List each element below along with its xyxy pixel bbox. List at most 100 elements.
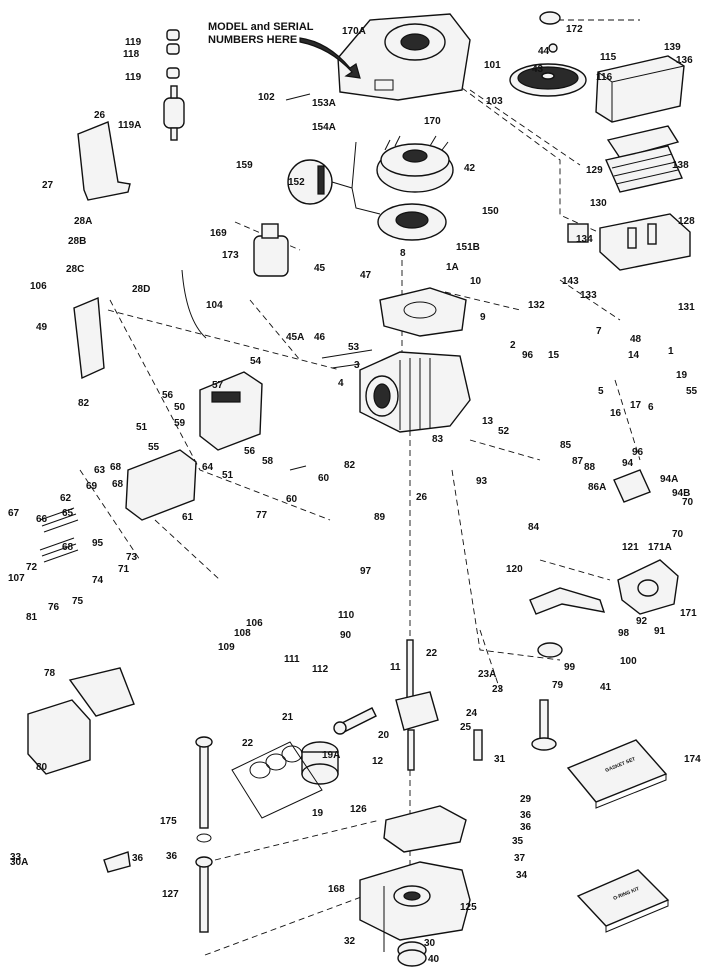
callout-label: 159: [236, 160, 253, 171]
callout-label: 36: [166, 851, 178, 862]
callout-label: 106: [246, 618, 263, 629]
callout-label: 74: [92, 575, 104, 586]
valve-cover: [125, 449, 197, 521]
callout-label: 51: [222, 470, 234, 481]
callout-label: 60: [286, 494, 298, 505]
callout-label: 20: [378, 730, 390, 741]
callout-label: 28D: [132, 284, 150, 295]
callout-label: 56: [162, 390, 174, 401]
callout-label: 1: [668, 346, 674, 357]
callout-label: 1A: [446, 262, 459, 273]
callout-label: 111: [284, 654, 300, 665]
callout-label: 79: [552, 680, 564, 691]
callout-label: 96: [522, 350, 534, 361]
callout-label: 28A: [74, 216, 92, 227]
callout-label: 80: [36, 762, 48, 773]
callout-label: 96: [632, 447, 644, 458]
callout-label: 108: [234, 628, 251, 639]
callout-label: 56: [244, 446, 256, 457]
callout-label: 168: [328, 884, 345, 895]
callout-label: 130: [590, 198, 607, 209]
callout-label: 128: [678, 216, 695, 227]
callout-label: 73: [126, 552, 138, 563]
callout-label: 5: [598, 386, 604, 397]
callout-label: 32: [344, 936, 356, 947]
governor-lever: [613, 469, 651, 503]
callout-label: 116: [596, 72, 613, 83]
cylinder-head: [199, 371, 263, 451]
air-filter: [605, 125, 683, 193]
callout-label: 19: [312, 808, 324, 819]
callout-label: 174: [684, 754, 701, 765]
callout-label: 48: [630, 334, 642, 345]
callout-label: 173: [222, 250, 239, 261]
callout-label: 127: [162, 889, 179, 900]
callout-label: 138: [672, 160, 689, 171]
callout-label: 112: [312, 664, 329, 675]
callout-label: 45A: [286, 332, 304, 343]
oring-kit-box: [576, 869, 670, 933]
callout-label: 27: [42, 180, 54, 191]
callout-label: 107: [8, 573, 25, 584]
callout-label: 9: [480, 312, 486, 323]
callout-label: 92: [636, 616, 648, 627]
callout-label: 103: [486, 96, 503, 107]
starter-motor: [253, 223, 289, 277]
callout-label: 3: [354, 360, 360, 371]
callout-label: 30A: [10, 857, 28, 868]
model-note-line1: MODEL and SERIAL: [208, 21, 314, 33]
connecting-rod: [333, 707, 377, 735]
callout-label: 72: [26, 562, 38, 573]
callout-label: 121: [622, 542, 639, 553]
callout-label: 49: [36, 322, 48, 333]
ignition-coil: [351, 141, 447, 241]
callout-label: 77: [256, 510, 268, 521]
callout-label: 90: [340, 630, 352, 641]
callout-label: 70: [682, 497, 694, 508]
callout-label: 40: [428, 954, 440, 965]
callout-label: 99: [564, 662, 576, 673]
callout-label: 94A: [660, 474, 678, 485]
callout-label: 36: [520, 810, 532, 821]
callout-label: 61: [182, 512, 194, 523]
callout-label: 152: [288, 177, 305, 188]
callout-label: 150: [482, 206, 499, 217]
gasket-set-box: [566, 739, 668, 809]
callout-label: 89: [374, 512, 386, 523]
callout-label: 25: [460, 722, 472, 733]
crankcase: [359, 861, 471, 941]
callout-label: 22: [426, 648, 438, 659]
callout-label: 12: [372, 756, 384, 767]
callout-label: 91: [654, 626, 666, 637]
callout-label: 45: [314, 263, 326, 274]
callout-label: 82: [344, 460, 356, 471]
callout-label: 21: [282, 712, 294, 723]
callout-label: 94: [622, 458, 634, 469]
callout-label: 66: [36, 514, 48, 525]
bracket-27: [77, 121, 131, 201]
callout-label: 69: [86, 481, 98, 492]
callout-label: 53: [348, 342, 360, 353]
crankcase-gasket: [383, 805, 467, 853]
callout-label: 171: [680, 608, 697, 619]
intake-pipe: [529, 587, 606, 658]
callout-label: 98: [618, 628, 630, 639]
callout-label: 133: [580, 290, 597, 301]
air-cleaner-base: [567, 213, 691, 271]
air-cleaner-cover: [595, 55, 685, 123]
callout-label: 8: [400, 248, 406, 259]
callout-label: 68: [110, 462, 122, 473]
callout-label: 119: [125, 72, 142, 83]
callout-label: 153A: [312, 98, 336, 109]
callout-label: 171A: [648, 542, 672, 553]
callout-label: 51: [136, 422, 148, 433]
callout-label: 76: [48, 602, 60, 613]
callout-label: 57: [212, 380, 224, 391]
model-note-line2: NUMBERS HERE: [208, 34, 297, 46]
piston: [301, 741, 339, 785]
callout-label: 81: [26, 612, 38, 623]
dipstick: [195, 736, 213, 933]
callout-label: 28B: [68, 236, 86, 247]
callout-label: 41: [600, 682, 612, 693]
